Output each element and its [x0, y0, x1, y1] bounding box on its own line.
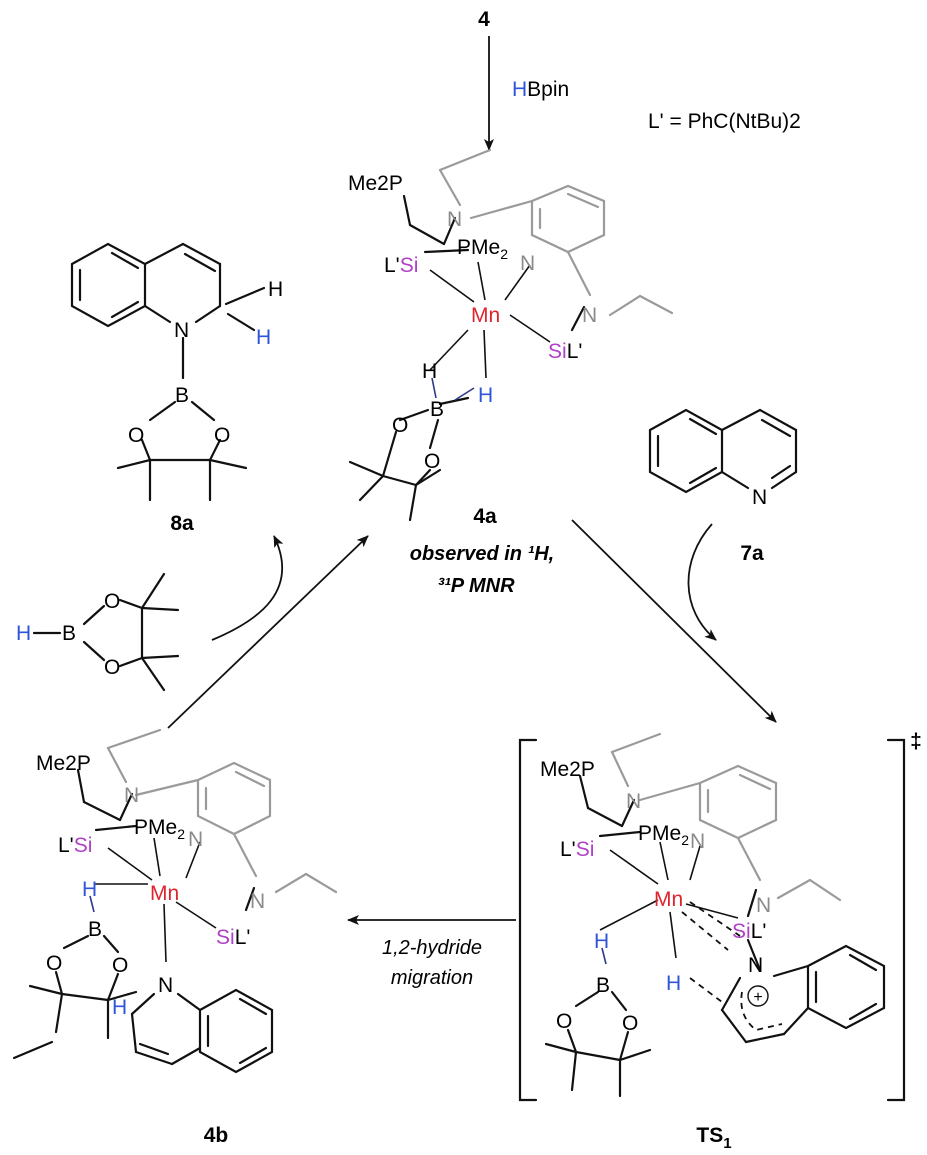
complex-4b: Me2P PMe2 L'Si N N N Mn SiL' H B O O N H	[12, 728, 338, 1074]
svg-text:O: O	[392, 414, 408, 437]
svg-text:O: O	[104, 656, 120, 679]
svg-text:H: H	[478, 384, 493, 407]
compound-label-7a: 7a	[740, 542, 764, 565]
svg-text:N: N	[626, 790, 641, 813]
svg-text:N: N	[124, 784, 139, 807]
svg-text:O: O	[214, 424, 230, 447]
svg-text:N: N	[174, 319, 189, 342]
svg-text:O: O	[424, 450, 440, 473]
compound-label-8a: 8a	[170, 512, 194, 535]
svg-text:PMe2: PMe2	[638, 822, 689, 848]
svg-text:N: N	[582, 304, 597, 327]
migration-note-line1: 1,2-hydride	[382, 937, 482, 959]
complex-4a: Me2P PMe2 L'Si N N N Mn SiL' H H B O O	[348, 148, 674, 522]
svg-text:B: B	[62, 622, 76, 645]
svg-text:N: N	[188, 828, 203, 851]
svg-text:B: B	[175, 384, 189, 407]
svg-text:O: O	[46, 952, 62, 975]
svg-text:B: B	[88, 918, 102, 941]
svg-text:Mn: Mn	[654, 888, 683, 911]
svg-text:Me2P: Me2P	[36, 752, 91, 775]
svg-text:SiL': SiL'	[216, 926, 250, 949]
svg-text:N: N	[690, 830, 705, 853]
svg-text:O: O	[622, 1012, 638, 1035]
svg-text:PMe2: PMe2	[134, 816, 185, 842]
svg-text:Me2P: Me2P	[348, 172, 403, 195]
transition-state-ts1: Me2P PMe2 L'Si N N N Mn SiL' H H B O O N…	[518, 732, 906, 1102]
svg-text:L'Si: L'Si	[58, 834, 92, 857]
hbpin-reagent: H B O O	[16, 572, 180, 692]
ligand-definition: L' = PhC(NtBu)2	[648, 110, 801, 133]
svg-text:B: B	[596, 974, 610, 997]
svg-text:N: N	[756, 894, 771, 917]
svg-text:N: N	[748, 954, 763, 977]
svg-text:SiL': SiL'	[548, 340, 582, 363]
svg-text:O: O	[112, 954, 128, 977]
product-8a: N H H B O O	[70, 242, 283, 502]
svg-text:PMe2: PMe2	[457, 236, 508, 262]
svg-text:N: N	[250, 890, 265, 913]
svg-text:L'Si: L'Si	[384, 254, 418, 277]
svg-text:H: H	[268, 278, 283, 301]
svg-text:H: H	[666, 972, 681, 995]
svg-text:N: N	[520, 252, 535, 275]
svg-text:Mn: Mn	[471, 304, 500, 327]
svg-text:N: N	[158, 974, 173, 997]
quinoline-7a: N	[648, 408, 798, 509]
reagent-step: 4 HBpin L' = PhC(NtBu)2	[478, 8, 801, 151]
ts-dagger: ‡	[910, 730, 922, 753]
svg-text:H: H	[256, 326, 271, 349]
svg-text:B: B	[430, 398, 444, 421]
compound-label-ts1: TS1	[696, 1124, 731, 1152]
svg-text:H: H	[112, 996, 127, 1019]
svg-text:SiL': SiL'	[732, 920, 766, 943]
migration-note-line2: migration	[391, 967, 473, 989]
svg-text:O: O	[556, 1010, 572, 1033]
svg-text:Me2P: Me2P	[540, 758, 595, 781]
svg-text:Mn: Mn	[150, 882, 179, 905]
compound-label-4: 4	[478, 8, 490, 31]
arrow-4b-to-4a	[167, 535, 369, 729]
svg-text:+: +	[753, 989, 762, 1006]
svg-text:H: H	[594, 930, 609, 953]
reagent-hbpin: HBpin	[512, 78, 569, 101]
observed-note-line2: ³¹P MNR	[437, 575, 515, 597]
svg-text:O: O	[128, 424, 144, 447]
compound-label-4b: 4b	[204, 1124, 229, 1147]
svg-text:O: O	[104, 590, 120, 613]
svg-text:H: H	[82, 878, 97, 901]
curved-arrow-release	[211, 535, 284, 641]
svg-text:H: H	[16, 622, 31, 645]
arrow-4a-to-ts1	[571, 519, 777, 723]
svg-text:N: N	[752, 486, 767, 509]
compound-label-4a: 4a	[473, 505, 497, 528]
svg-text:N: N	[447, 208, 462, 231]
observed-note-line1: observed in ¹H,	[410, 543, 554, 565]
svg-text:L'Si: L'Si	[560, 838, 594, 861]
curved-arrow-substrate	[687, 523, 717, 641]
svg-text:H: H	[422, 360, 437, 383]
